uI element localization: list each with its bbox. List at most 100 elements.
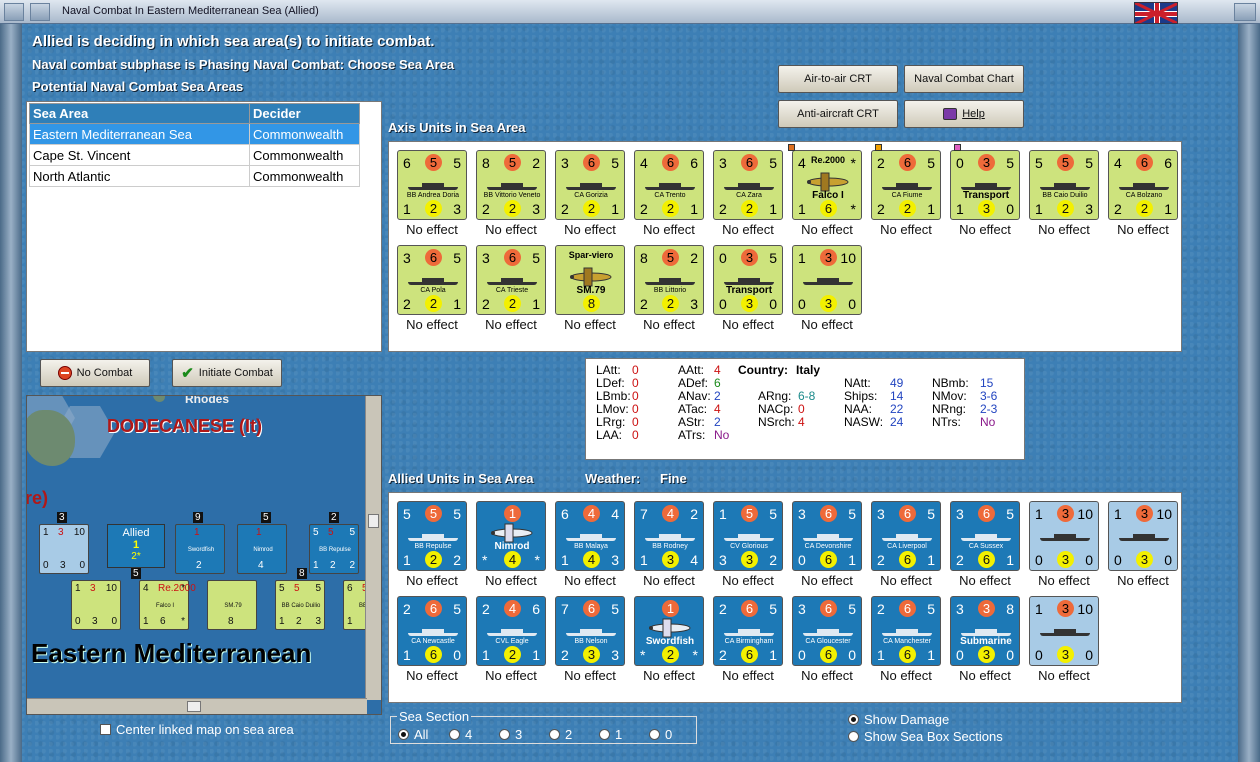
left-frame [0, 24, 22, 762]
unit-strength: 6 [820, 505, 837, 522]
unit-strength: 5 [1057, 154, 1074, 171]
window-close-icon[interactable] [1234, 3, 1256, 21]
radio-icon[interactable] [599, 729, 610, 740]
initiate-combat-button[interactable]: ✔ Initiate Combat [172, 359, 282, 387]
sea-section-2[interactable]: 2 [549, 727, 572, 742]
radio-icon[interactable] [848, 714, 859, 725]
unit-attack: 6 [561, 506, 569, 522]
mini-defense: 10 [73, 527, 85, 538]
col-decider[interactable]: Decider [249, 103, 360, 124]
scroll-thumb[interactable] [187, 701, 201, 712]
unit-strength: 6 [662, 154, 679, 171]
sea-section-all[interactable]: All [398, 727, 428, 742]
unit-defense: 5 [927, 601, 935, 617]
radio-icon[interactable] [499, 729, 510, 740]
mini-move: 2 [349, 560, 355, 571]
ship-silhouette-icon [724, 628, 774, 636]
show-damage-option[interactable]: Show Damage [848, 712, 949, 727]
map-horizontal-scrollbar[interactable] [27, 698, 367, 714]
naval-combat-chart-button[interactable]: Naval Combat Chart [904, 65, 1024, 93]
allied-stack[interactable]: Allied 1 2* [107, 524, 165, 568]
sea-section-4[interactable]: 4 [449, 727, 472, 742]
window-menu-icon[interactable] [4, 3, 24, 21]
anti-aircraft-crt-button[interactable]: Anti-aircraft CRT [778, 100, 898, 128]
unit-name: CVL Eagle [495, 638, 529, 645]
unit-defense: 8 [1006, 601, 1014, 617]
radio-icon[interactable] [398, 729, 409, 740]
linked-map[interactable]: Rhodes DODECANESE (It) re) Eastern Medit… [26, 395, 382, 715]
window-restore-icon[interactable] [30, 3, 50, 21]
radio-icon[interactable] [549, 729, 560, 740]
sea-section-3[interactable]: 3 [499, 727, 522, 742]
help-button[interactable]: Help [904, 100, 1024, 128]
unit-name: BB Vittorio Veneto [483, 192, 541, 199]
radio-icon[interactable] [848, 731, 859, 742]
air-to-air-crt-button[interactable]: Air-to-air CRT [778, 65, 898, 93]
map-vertical-scrollbar[interactable] [365, 396, 381, 700]
status-marker-icon [954, 144, 961, 151]
sea-section-1[interactable]: 1 [599, 727, 622, 742]
unit-strength: 1 [504, 505, 521, 522]
sea-section-0[interactable]: 0 [649, 727, 672, 742]
radio-icon[interactable] [649, 729, 660, 740]
mini-defense: * [181, 583, 185, 594]
unit-anti-air: 2 [956, 552, 964, 568]
ship-silhouette-icon [803, 533, 853, 541]
show-sea-box-option[interactable]: Show Sea Box Sections [848, 729, 1003, 744]
center-map-checkbox[interactable]: Center linked map on sea area [100, 722, 294, 737]
col-sea-area[interactable]: Sea Area [29, 103, 250, 124]
no-combat-button[interactable]: No Combat [40, 359, 150, 387]
unit-defense: 5 [453, 506, 461, 522]
checkmark-icon: ✔ [181, 365, 194, 382]
scroll-thumb[interactable] [368, 514, 379, 528]
radio-icon[interactable] [449, 729, 460, 740]
checkbox-box[interactable] [100, 724, 111, 735]
